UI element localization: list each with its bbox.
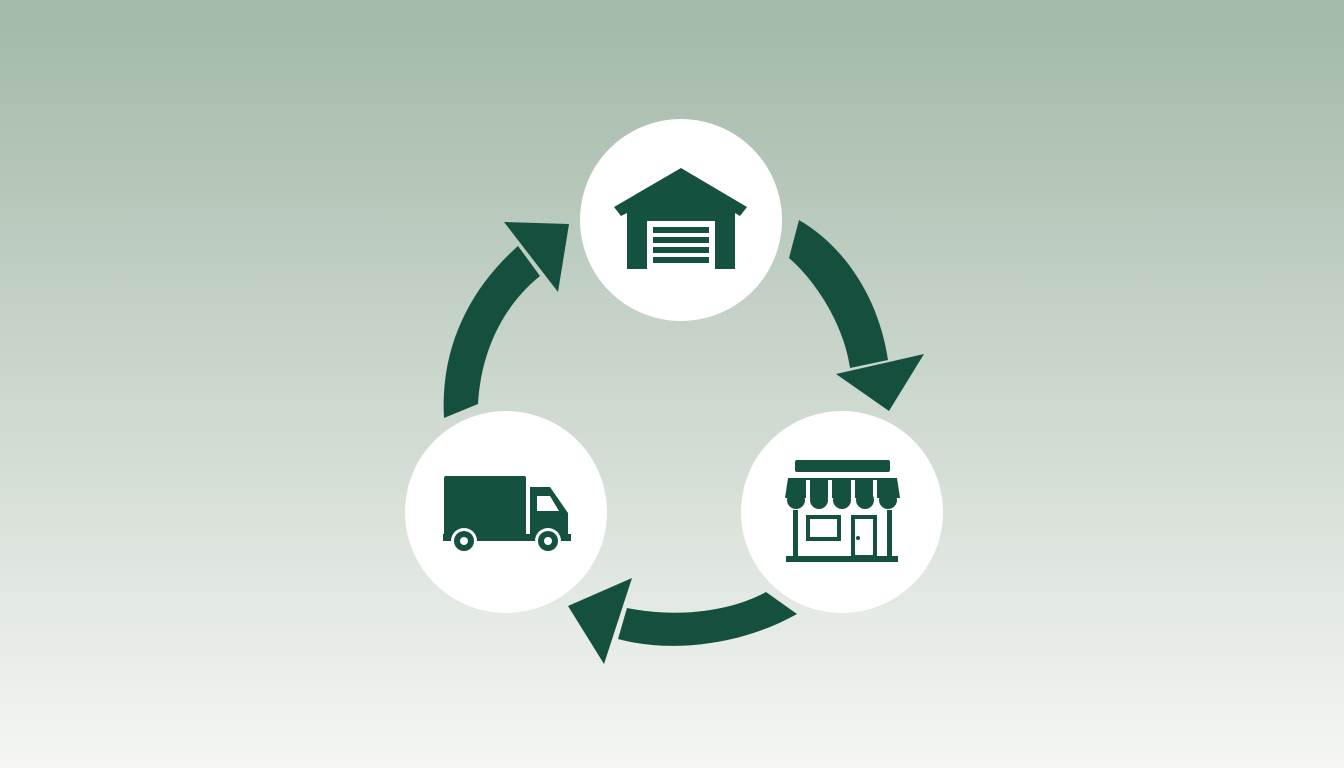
arrow-store-to-truck (568, 578, 797, 664)
arrow-warehouse-to-store (789, 220, 924, 411)
storefront-icon (785, 460, 900, 562)
warehouse-icon (614, 168, 747, 269)
node-warehouse (580, 119, 782, 321)
arrow-truck-to-warehouse (443, 222, 569, 418)
node-store-circle (741, 411, 943, 613)
node-truck (405, 411, 607, 613)
node-store (741, 411, 943, 613)
delivery-truck-icon (443, 476, 571, 554)
